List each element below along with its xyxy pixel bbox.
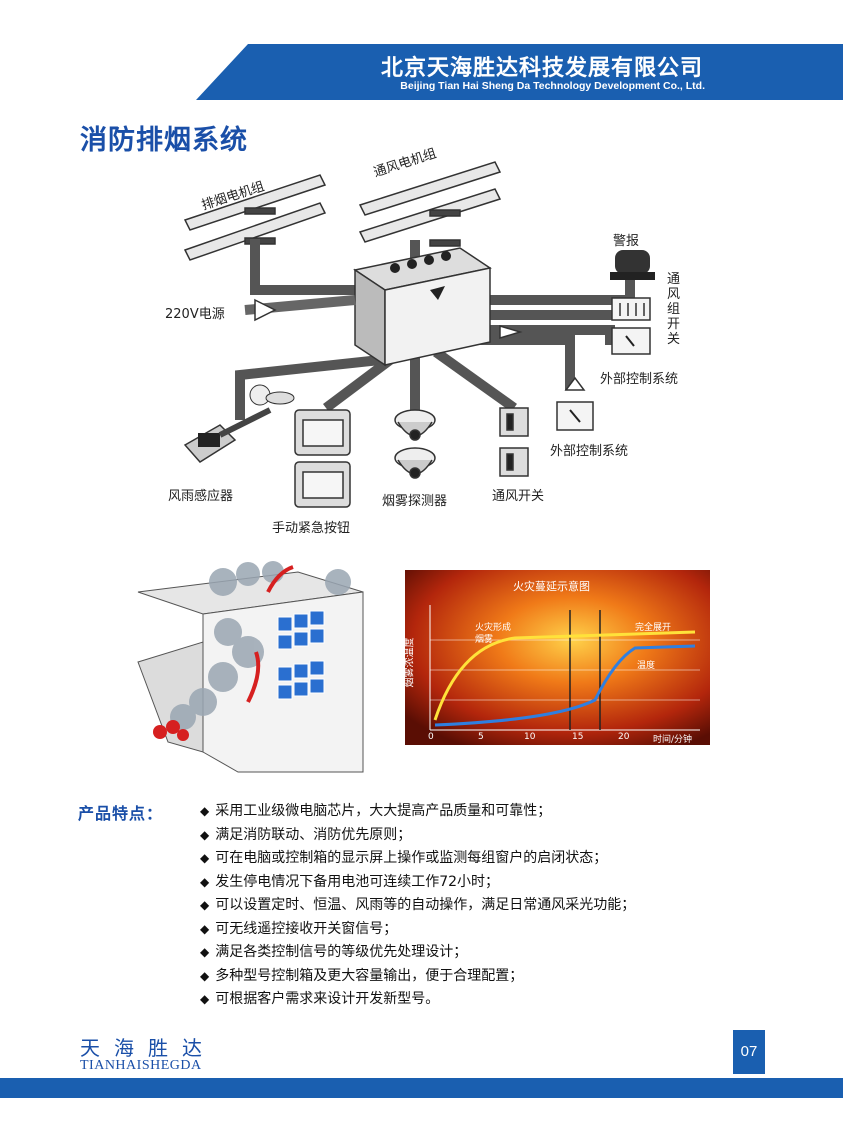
label-wind-rain-sensor: 风雨感应器: [168, 489, 234, 504]
bullet-icon: ◆: [200, 827, 210, 842]
fire-spread-chart: 火灾蔓延示意图 烟雾浓温度 火灾形成 烟雾 完全展开 温度 时间/分钟 0 5 …: [405, 570, 710, 745]
system-diagram-drawing: [183, 161, 655, 508]
vent-motor-group-icon: [358, 161, 502, 247]
power-arrow-icon: [244, 295, 356, 322]
label-manual-button: 手动紧急按钮: [272, 521, 351, 536]
features-list: ◆采用工业级微电脑芯片，大大提高产品质量和可靠性； ◆满足消防联动、消防优先原则…: [200, 800, 635, 1012]
fire-chart-tick: 5: [478, 732, 484, 742]
header-band: [196, 44, 843, 100]
smoke-detector-icon: [394, 409, 436, 479]
control-box-icon: [353, 247, 492, 367]
fire-chart-title: 火灾蔓延示意图: [513, 580, 590, 593]
bullet-icon: ◆: [200, 992, 210, 1006]
label-alarm: 警报: [613, 234, 640, 249]
fire-chart-ylabel: 烟雾浓温度: [404, 637, 416, 688]
external-switch-icon: [556, 376, 594, 431]
smoke-motor-group-icon: [183, 174, 327, 261]
list-item: ◆多种型号控制箱及更大容量输出，便于合理配置；: [200, 967, 524, 984]
footer-brand-cn: 天海胜达: [80, 1036, 216, 1060]
fire-spread-chart-drawing: [405, 570, 710, 745]
fire-chart-tick: 20: [618, 732, 630, 742]
list-item: ◆可在电脑或控制箱的显示屏上操作或监测每组窗户的启闭状态；: [200, 850, 608, 866]
company-name-cn: 北京天海胜达科技发展有限公司: [380, 56, 703, 81]
list-item: ◆可根据客户需求来设计开发新型号。: [200, 991, 440, 1007]
bullet-icon: ◆: [200, 874, 210, 889]
fire-chart-annot-smoke: 烟雾: [475, 635, 494, 645]
label-smoke-detector: 烟雾探测器: [382, 494, 448, 509]
list-item: ◆可无线遥控接收开关窗信号；: [200, 920, 398, 937]
bullet-icon: ◆: [200, 898, 210, 912]
label-vent-switch: 通风开关: [492, 489, 545, 504]
footer-bar: [0, 1078, 843, 1098]
label-power: 220V电源: [165, 307, 225, 322]
fire-chart-annot-start: 火灾形成: [475, 623, 512, 633]
list-item: ◆满足各类控制信号的等级优先处理设计；: [200, 944, 468, 960]
label-vent-group-switch: 通 风 组 开 关: [667, 272, 681, 347]
signal-arrow-icon: [499, 324, 523, 340]
fire-chart-xlabel: 时间/分钟: [653, 735, 693, 745]
fire-chart-tick: 0: [428, 732, 434, 742]
page-number: 07: [733, 1030, 765, 1074]
footer-brand-en: TIANHAISHEGDA: [80, 1058, 202, 1073]
label-external-control-1: 外部控制系统: [600, 372, 679, 387]
list-item: ◆可以设置定时、恒温、风雨等的自动操作，满足日常通风采光功能；: [200, 897, 636, 913]
features-title: 产品特点：: [78, 804, 164, 823]
vent-switch-icon: [499, 407, 529, 477]
bullet-icon: ◆: [200, 921, 210, 936]
manual-emergency-button-icon: [294, 409, 351, 508]
list-item: ◆采用工业级微电脑芯片，大大提高产品质量和可靠性；: [200, 803, 552, 819]
system-diagram: 排烟电机组 通风电机组 警报 通 风 组 开 关 220V电源 外部控制系统 外…: [160, 140, 720, 540]
bullet-icon: ◆: [200, 851, 210, 865]
bullet-icon: ◆: [200, 804, 210, 818]
list-item: ◆满足消防联动、消防优先原则；: [200, 826, 412, 843]
alarm-icon: [610, 250, 655, 280]
fire-chart-tick: 15: [572, 732, 584, 742]
company-name-en: Beijing Tian Hai Sheng Da Technology Dev…: [400, 80, 705, 92]
wind-rain-sensor-icon: [183, 384, 295, 463]
page-title: 消防排烟系统: [80, 125, 248, 156]
building-smoke-illustration: [128, 552, 373, 777]
fire-chart-tick: 10: [524, 732, 536, 742]
label-external-control-2: 外部控制系统: [550, 444, 629, 459]
bullet-icon: ◆: [200, 945, 210, 959]
fire-chart-annot-temp: 温度: [637, 661, 656, 671]
list-item: ◆发生停电情况下备用电池可连续工作72小时；: [200, 873, 500, 890]
fire-chart-annot-full: 完全展开: [635, 623, 672, 633]
vent-group-switch-icon: [611, 297, 651, 355]
bullet-icon: ◆: [200, 968, 210, 983]
